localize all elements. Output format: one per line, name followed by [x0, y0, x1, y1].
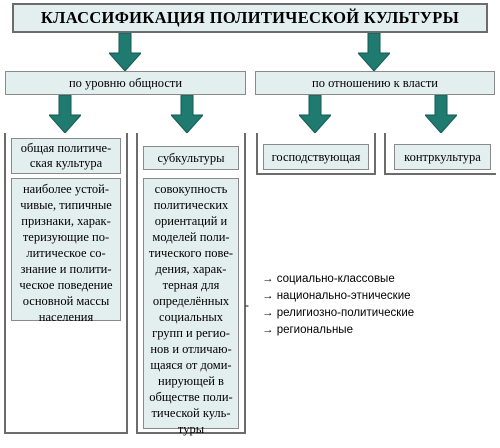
- list-item: → социально-классовые: [262, 273, 395, 285]
- type-sub-label: субкультуры: [157, 150, 225, 165]
- arrow-down-icon: [358, 33, 390, 71]
- diagram-title: КЛАССИФИКАЦИЯ ПОЛИТИЧЕСКОЙ КУЛЬТУРЫ: [12, 3, 488, 33]
- list-item: → региональные: [262, 324, 353, 336]
- connector-dash: -: [245, 298, 249, 312]
- type-sub-box: субкультуры: [143, 146, 239, 170]
- level-community-box: по уровню общности: [5, 71, 246, 95]
- general-description-text: наиболее устой-чивые, типичные признаки,…: [19, 182, 113, 324]
- level-community-label: по уровню общности: [68, 75, 183, 90]
- arrow-down-icon: [299, 95, 331, 133]
- sub-description-text: совокупность политических ориентаций и м…: [148, 182, 234, 436]
- type-general-box: общая политиче-ская культура: [11, 138, 121, 174]
- list-item: → религиозно-политические: [262, 307, 415, 319]
- type-dominant-box: господствующая: [263, 144, 369, 170]
- diagram-title-text: КЛАССИФИКАЦИЯ ПОЛИТИЧЕСКОЙ КУЛЬТУРЫ: [40, 8, 460, 27]
- general-description-box: наиболее устой-чивые, типичные признаки,…: [11, 178, 121, 324]
- level-power-box: по отношению к власти: [255, 71, 495, 95]
- type-dominant-label: господствующая: [271, 149, 361, 164]
- list-item: → национально-этнические: [262, 290, 411, 302]
- type-counter-label: контркультура: [404, 149, 481, 164]
- arrow-down-icon: [425, 95, 457, 133]
- type-counter-box: контркультура: [394, 144, 491, 170]
- sub-description-box: совокупность политических ориентаций и м…: [143, 178, 239, 436]
- arrow-down-icon: [49, 95, 81, 133]
- type-general-label: общая политиче-ская культура: [20, 141, 112, 170]
- subculture-kinds-list: → социально-классовые → национально-этни…: [262, 271, 414, 339]
- arrow-down-icon: [171, 95, 203, 133]
- level-power-label: по отношению к власти: [312, 75, 438, 90]
- arrow-down-icon: [109, 33, 141, 71]
